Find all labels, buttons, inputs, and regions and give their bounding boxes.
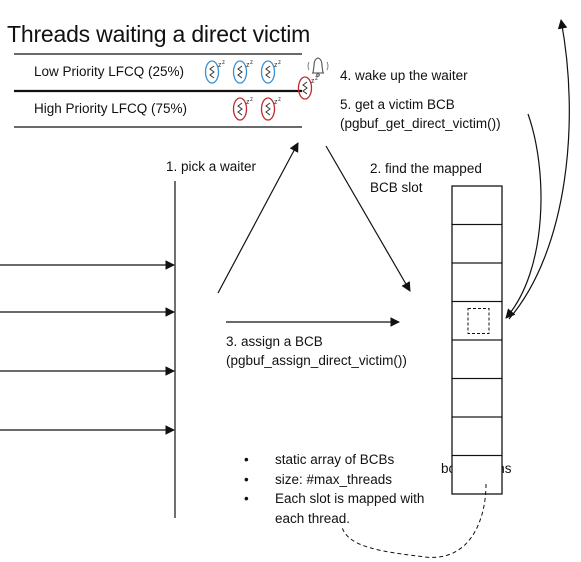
step1-arrow — [217, 142, 299, 294]
svg-text:z: z — [274, 62, 278, 69]
step1-label: 1. pick a waiter — [166, 159, 257, 174]
note-text: size: #max_threads — [275, 471, 393, 487]
note-item: • static array of BCBs — [244, 450, 445, 470]
step2-label-line2: BCB slot — [370, 180, 423, 195]
step5-arrow — [505, 113, 542, 319]
array-to-top-arrow — [508, 19, 570, 320]
alarm-bell-icon — [307, 57, 329, 77]
step3-label-line2: (pgbuf_assign_direct_victim()) — [226, 353, 407, 368]
svg-text:z: z — [246, 99, 250, 106]
bcb-slot — [451, 454, 503, 495]
bullet-marker: • — [244, 452, 249, 467]
step3-label-line1: 3. assign a BCB — [226, 334, 323, 349]
bcb-victims-array — [451, 185, 503, 495]
note-item: • Each slot is mapped with each thread. — [244, 489, 445, 528]
step5-label-line2: (pgbuf_get_direct_victim()) — [340, 116, 501, 131]
svg-text:z: z — [311, 78, 315, 85]
low-priority-queue-label: Low Priority LFCQ (25%) — [34, 64, 185, 79]
diagram-title: Threads waiting a direct victim — [7, 21, 311, 47]
svg-text:z: z — [315, 76, 318, 82]
note-text: static array of BCBs — [275, 452, 395, 467]
high-priority-queue-label: High Priority LFCQ (75%) — [34, 101, 188, 116]
svg-text:z: z — [218, 62, 222, 69]
svg-text:z: z — [278, 97, 281, 103]
notes-connector — [341, 483, 487, 558]
step2-label-line1: 2. find the mapped — [370, 161, 482, 176]
svg-text:z: z — [250, 97, 253, 103]
svg-text:z: z — [250, 60, 253, 66]
step4-label: 4. wake up the waiter — [340, 68, 468, 83]
svg-text:z: z — [278, 60, 281, 66]
svg-text:z: z — [274, 99, 278, 106]
note-item: • size: #max_threads — [244, 470, 445, 490]
step5-label-line1: 5. get a victim BCB — [340, 97, 455, 112]
bullet-marker: • — [244, 491, 249, 506]
mapped-bcb-placeholder — [467, 308, 490, 334]
svg-text:z: z — [222, 60, 225, 66]
bullet-marker: • — [244, 471, 249, 487]
step2-arrow — [325, 145, 411, 292]
svg-text:z: z — [246, 62, 250, 69]
note-text: Each slot is mapped with each thread. — [275, 491, 425, 526]
bcb-victims-notes: • static array of BCBs • size: #max_thread… — [244, 450, 445, 528]
